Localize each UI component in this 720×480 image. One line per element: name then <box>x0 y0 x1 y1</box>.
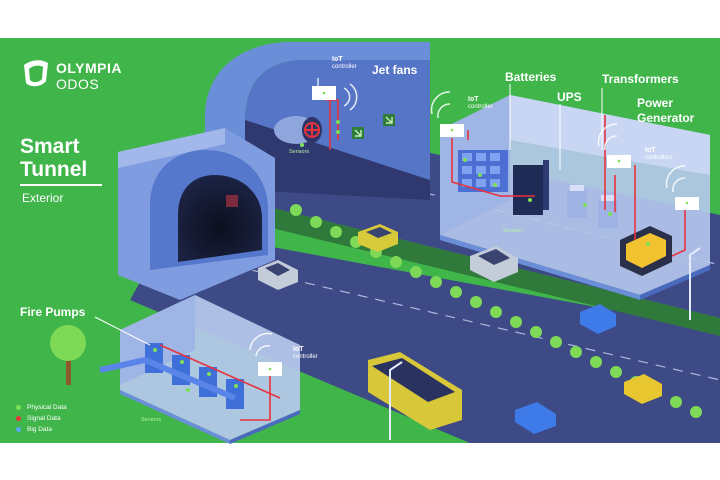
iot-label: IoT <box>468 96 479 103</box>
pointer-fire-pumps <box>94 316 151 346</box>
page-title-line1: Smart <box>20 135 80 158</box>
street-lamps <box>389 247 701 440</box>
legend-swatch <box>16 427 21 432</box>
car-yellow-right <box>624 374 662 404</box>
car-grey-lower <box>258 260 298 290</box>
car-grey-upper <box>470 246 518 282</box>
olympia-odos-logo-icon <box>24 60 48 87</box>
title-divider <box>20 184 102 186</box>
label-sensors-jetfans: Sensors <box>289 149 310 155</box>
legend-label: Big Data <box>27 426 52 433</box>
wifi-signals-room <box>430 91 686 193</box>
brand-name-line2: ODOS <box>56 76 100 92</box>
sensor-dots <box>153 120 650 392</box>
car-blue-lower <box>515 402 556 434</box>
label-ups: UPS <box>557 90 582 104</box>
iot-controller-text: controller <box>468 104 493 110</box>
label-batteries: Batteries <box>505 70 557 84</box>
label-sensors-room: Sensors <box>503 228 524 234</box>
iot-label: IoT <box>293 346 304 353</box>
fire-pumps <box>99 343 244 409</box>
label-power-generator-line2: Generator <box>637 111 695 125</box>
legend-item: Signal Data <box>16 413 67 424</box>
iot-controller-text: controller <box>293 354 318 360</box>
tunnel-portal <box>118 128 275 300</box>
label-fire-pumps: Fire Pumps <box>20 305 86 319</box>
signal-lines-pumps <box>159 344 281 421</box>
legend-label: Signal Data <box>27 415 61 422</box>
legend-label: Physical Data <box>27 404 67 411</box>
legend-item: Physical Data <box>16 402 67 413</box>
iot-controller-text: controller <box>332 64 357 70</box>
iot-label: IoT <box>332 56 343 63</box>
iot-controller-batteries <box>440 124 464 137</box>
ups-cabinet <box>513 160 549 215</box>
car-yellow-upper <box>358 224 398 252</box>
wifi-jetfans <box>343 83 358 111</box>
iot-controller-jetfans <box>312 78 336 100</box>
car-blue-upper <box>580 304 616 334</box>
label-pointers <box>509 84 603 170</box>
transformers <box>567 185 618 228</box>
iot-controller-power <box>607 155 631 168</box>
page-subtitle: Exterior <box>22 191 64 205</box>
label-power-generator-line1: Power <box>637 96 674 110</box>
legend-swatch <box>16 405 21 410</box>
label-transformers: Transformers <box>602 72 679 86</box>
iot-label: IoT <box>645 147 656 154</box>
wifi-pumps <box>249 332 273 357</box>
jet-fan <box>274 116 322 144</box>
label-sensors-pumps: Sensors <box>141 417 162 423</box>
iot-controllers-text: controllers <box>645 155 673 161</box>
legend-item: Big Data <box>16 424 67 435</box>
page-title-line2: Tunnel <box>20 158 88 181</box>
iot-controller-generator <box>675 197 699 210</box>
label-jet-fans: Jet fans <box>372 63 418 77</box>
signal-lines-room <box>451 115 686 257</box>
lane-signs <box>352 114 395 139</box>
iot-controller-pumps <box>258 362 282 376</box>
brand-name-line1: OLYMPIA <box>56 60 122 76</box>
power-generator <box>620 226 672 276</box>
legend-swatch <box>16 416 21 421</box>
tree <box>50 325 86 385</box>
